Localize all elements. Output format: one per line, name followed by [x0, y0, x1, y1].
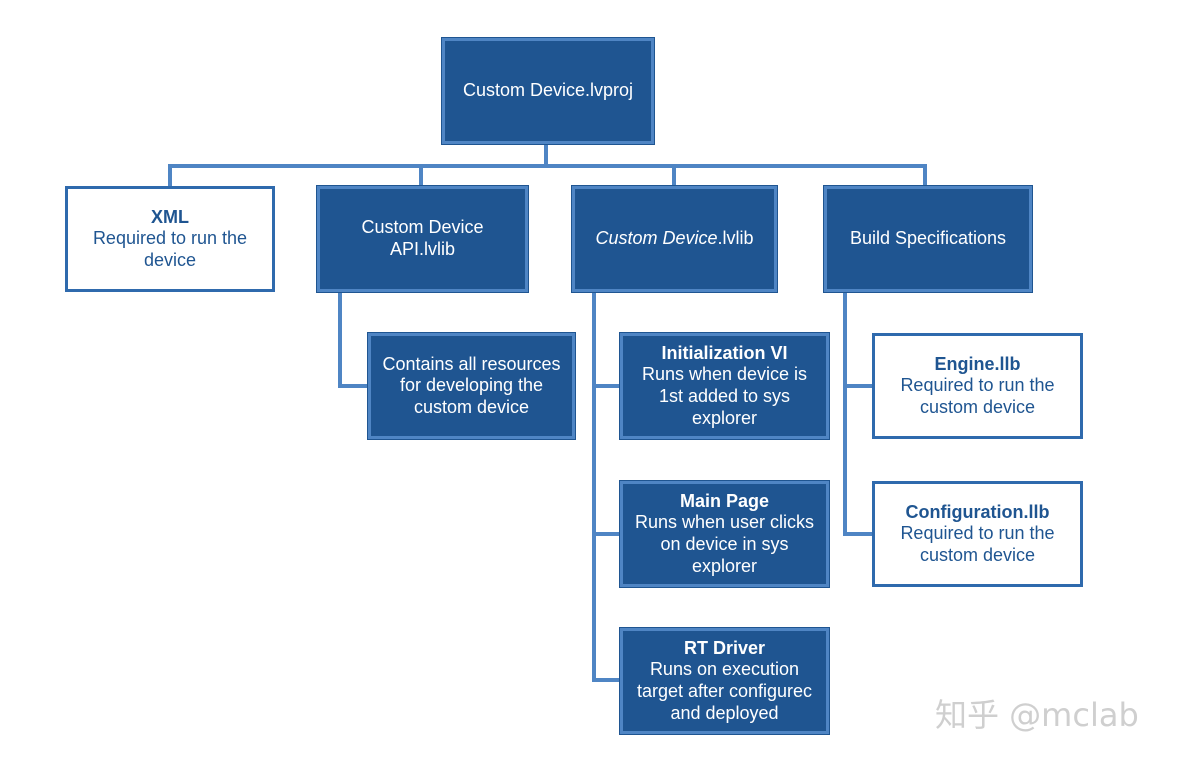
- node-init-desc-2: 1st added to sys: [658, 386, 791, 406]
- node-init-desc-1: Runs when device is: [641, 364, 808, 385]
- node-config-desc-2: custom device: [919, 544, 1036, 565]
- node-configuration-llb: Configuration.llb Required to run the cu…: [872, 481, 1083, 587]
- node-init-desc-3: explorer: [691, 407, 758, 428]
- node-resources-line-1: Contains all resources: [382, 353, 561, 374]
- node-build-label: Build Specifications: [849, 228, 1007, 249]
- node-rt-driver: RT Driver Runs on execution target after…: [620, 628, 829, 734]
- node-root: Custom Device.lvproj: [442, 38, 654, 144]
- node-config-title: Configuration.llb: [905, 501, 1050, 522]
- node-main-desc-1: Runs when user clicks: [634, 512, 815, 533]
- watermark: 知乎 @mclab: [935, 696, 1139, 734]
- node-rt-title: RT Driver: [683, 637, 766, 658]
- node-rt-desc-1: Runs on execution: [649, 659, 800, 680]
- node-xml-desc-1: Required to run the: [92, 228, 248, 249]
- node-api-lvlib: Custom Device API.lvlib: [317, 186, 528, 292]
- node-main-desc-3: explorer: [691, 555, 758, 576]
- node-engine-llb: Engine.llb Required to run the custom de…: [872, 333, 1083, 439]
- node-engine-desc-1: Required to run the: [900, 375, 1055, 396]
- node-initialization-vi: Initialization VI Runs when device is 1s…: [620, 333, 829, 439]
- node-rt-desc-2: target after configurec: [636, 681, 813, 701]
- node-xml-desc-2: device: [143, 249, 197, 270]
- node-api-line-1: Custom Device: [361, 217, 484, 238]
- node-lvlib-suffix: .lvlib: [717, 228, 754, 249]
- node-build-specifications: Build Specifications: [824, 186, 1032, 292]
- node-init-title: Initialization VI: [661, 342, 788, 363]
- node-engine-title: Engine.llb: [934, 353, 1021, 374]
- node-root-label: Custom Device.lvproj: [462, 80, 634, 101]
- node-main-desc-2: on device in sys: [660, 534, 789, 554]
- node-xml-title: XML: [151, 206, 189, 227]
- node-lvlib-italic: Custom Device: [595, 228, 718, 249]
- node-resources: Contains all resources for developing th…: [368, 333, 575, 439]
- node-resources-line-3: custom device: [413, 396, 530, 417]
- node-resources-line-2: for developing the: [399, 375, 544, 396]
- node-xml: XML Required to run the device: [65, 186, 275, 292]
- node-custom-device-lvlib: Custom Device.lvlib: [572, 186, 777, 292]
- node-api-line-2: API.lvlib: [389, 239, 456, 259]
- node-main-page: Main Page Runs when user clicks on devic…: [620, 481, 829, 587]
- node-rt-desc-3: and deployed: [670, 702, 779, 723]
- node-main-title: Main Page: [679, 490, 770, 511]
- node-engine-desc-2: custom device: [919, 396, 1036, 417]
- node-config-desc-1: Required to run the: [900, 523, 1055, 544]
- node-lvlib-label: Custom Device.lvlib: [595, 228, 753, 250]
